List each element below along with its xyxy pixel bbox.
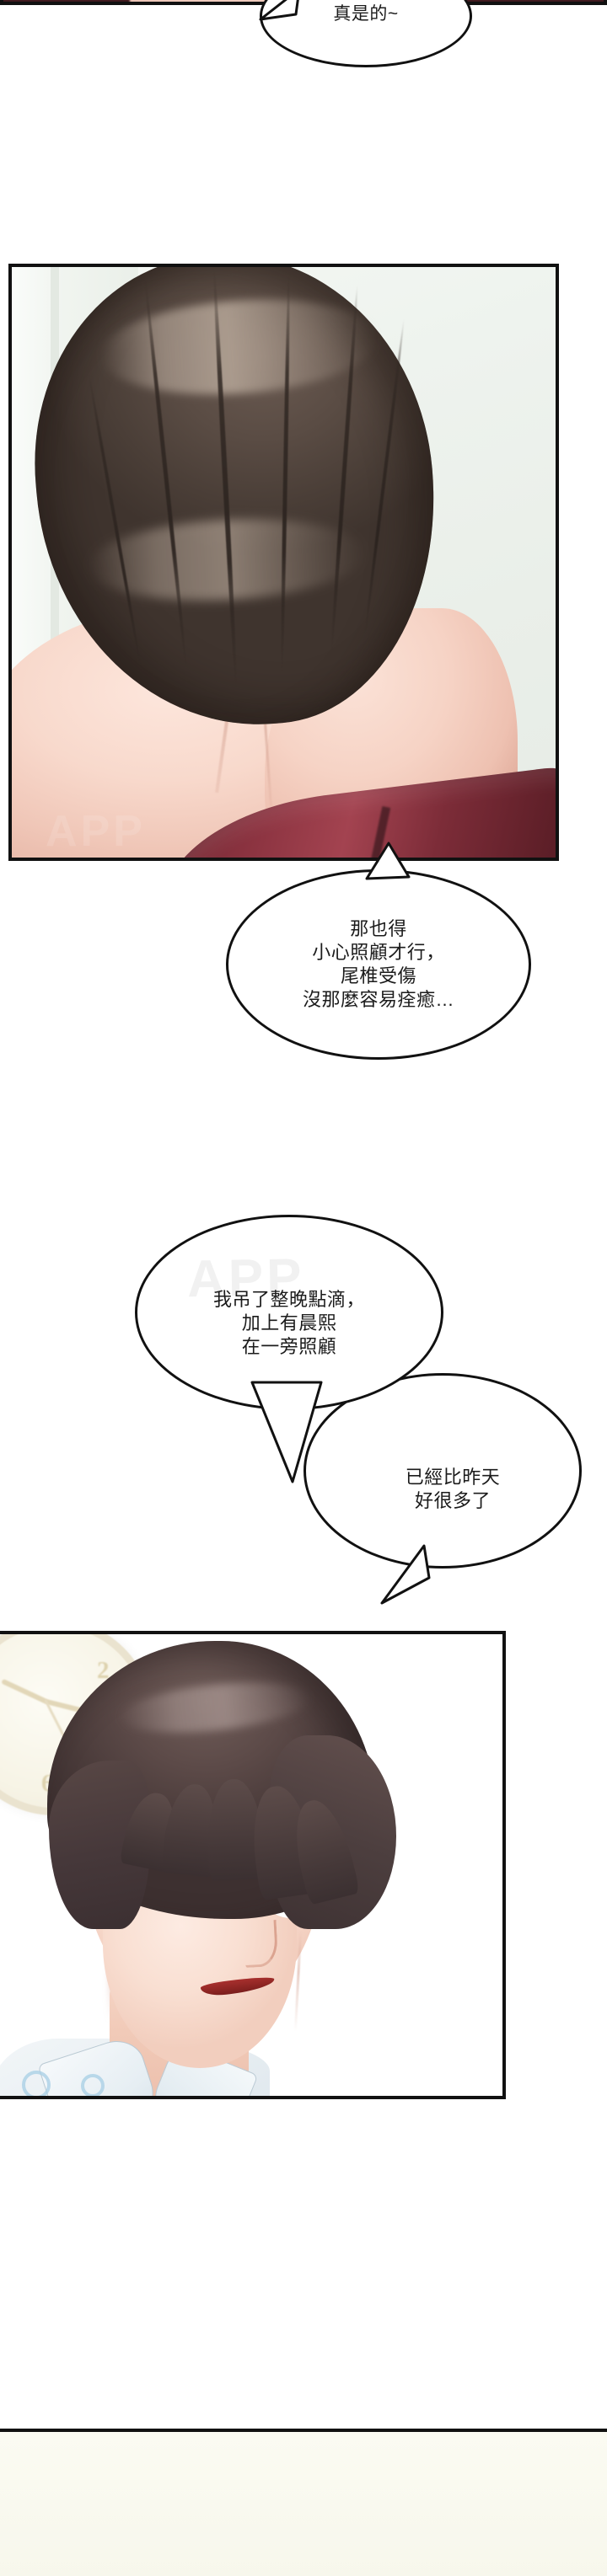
clock-number-2: 2 bbox=[97, 1657, 110, 1684]
speech-bubble-1-tail bbox=[257, 0, 308, 29]
shirt-floral-motif bbox=[81, 2074, 105, 2096]
comic-panel-man-face: 2 5 6 bbox=[0, 1631, 506, 2099]
shirt-floral-motif bbox=[22, 2071, 51, 2096]
speech-bubble-1: 真是的~ bbox=[257, 0, 472, 67]
speech-bubble-2: 那也得 小心照顧才行， 尾椎受傷 沒那麼容易痊癒… bbox=[226, 842, 531, 1060]
speech-bubble-3: 我吊了整晚點滴， 加上有晨熙 在一旁照顧 bbox=[135, 1215, 443, 1483]
speech-bubble-2-text: 那也得 小心照顧才行， 尾椎受傷 沒那麼容易痊癒… bbox=[302, 917, 454, 1011]
speech-bubble-3-text: 我吊了整晚點滴， 加上有晨熙 在一旁照顧 bbox=[212, 1288, 365, 1358]
speech-bubble-2-tail bbox=[362, 842, 417, 882]
clock-minute-hand bbox=[1, 1678, 50, 1705]
speech-bubble-4-tail bbox=[373, 1541, 439, 1606]
speech-bubble-3-tail bbox=[245, 1376, 326, 1485]
speech-bubble-1-text: 真是的~ bbox=[333, 3, 399, 24]
sliver-skin-shape bbox=[130, 0, 349, 2]
comic-panel-woman-back: APP bbox=[8, 264, 559, 861]
speech-bubble-4-text: 已經比昨天 好很多了 bbox=[405, 1466, 501, 1511]
speech-bubble-4: 已經比昨天 好很多了 bbox=[304, 1373, 582, 1605]
comic-panel-next-top bbox=[0, 2429, 607, 2576]
